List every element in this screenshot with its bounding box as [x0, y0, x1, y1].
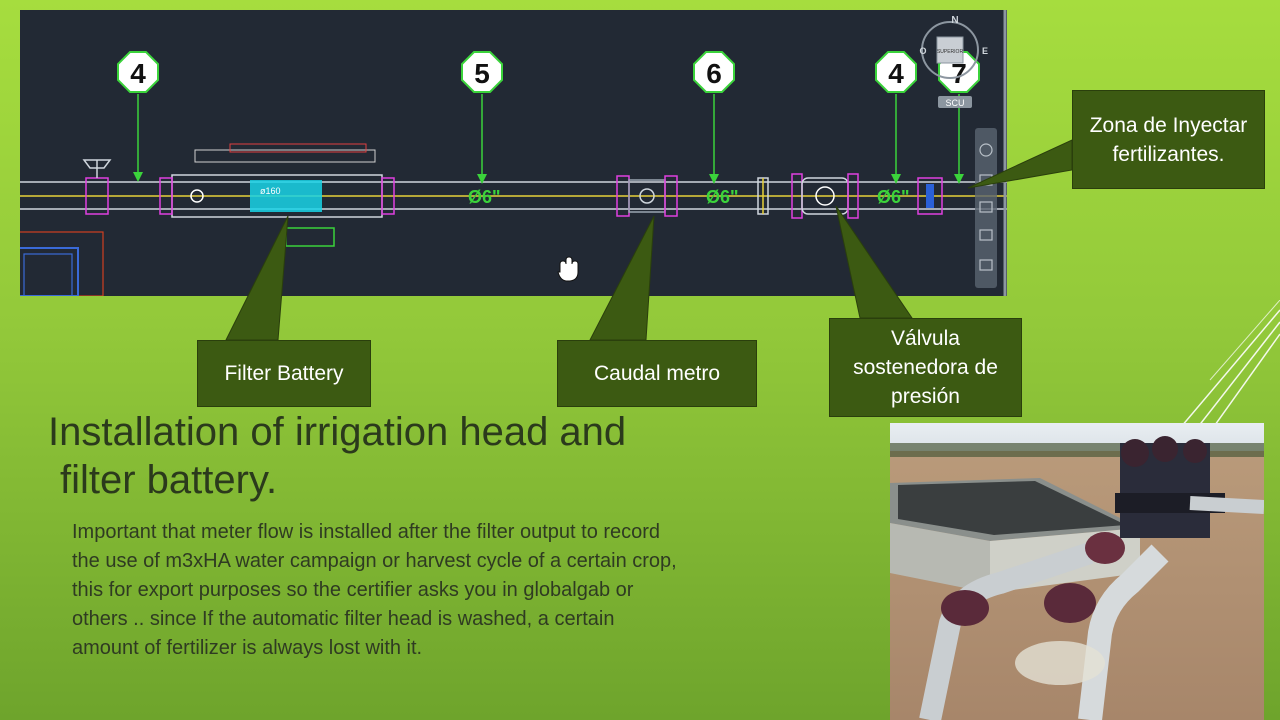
filter-battery-drawing — [159, 143, 395, 247]
marker-label: 6 — [706, 58, 722, 89]
callout-filter-battery: Filter Battery — [197, 340, 371, 407]
pipe-diameter-label: Ø6" — [468, 187, 501, 207]
marker-label: 7 — [951, 58, 967, 89]
pipe-fitting-drawing — [757, 177, 769, 215]
view-cube[interactable] — [921, 21, 979, 79]
callout-valvula-label: Válvula sostenedora de presión — [853, 327, 998, 408]
callout-caudal-metro-label: Caudal metro — [593, 362, 721, 385]
injection-point-drawing — [917, 177, 943, 215]
callout-filter-battery-label: Filter Battery — [224, 362, 344, 385]
view-cube-face-label: SUPERIOR — [937, 49, 964, 55]
callout-valvula: Válvula sostenedora de presión — [829, 318, 1022, 417]
compass-east-label: E — [982, 46, 988, 56]
pan-hand-icon — [557, 256, 579, 282]
marker-octagon — [693, 51, 735, 93]
compass-west-label: O — [919, 46, 926, 56]
callout-zona-inyectar: Zona de Inyectar fertilizantes. — [1072, 90, 1265, 189]
ucs-button-label: SCU — [945, 98, 964, 108]
building-outline — [20, 231, 104, 296]
flow-meter-drawing — [616, 175, 678, 217]
site-photo — [890, 423, 1264, 720]
filter-size-label: ø160 — [260, 186, 281, 196]
compass-north-label: N — [951, 15, 958, 26]
navigation-bar[interactable] — [975, 128, 997, 288]
marker-label: 4 — [888, 58, 904, 89]
slide-title-line2: filter battery. — [60, 458, 278, 502]
slide-title: Installation of irrigation head and filt… — [48, 408, 748, 504]
pipe-diameter-label: Ø6" — [706, 187, 739, 207]
marker-octagon — [875, 51, 917, 93]
pipe-diameter-label: Ø6" — [877, 187, 910, 207]
inlet-valve — [82, 159, 112, 215]
marker-octagon — [117, 51, 159, 93]
callout-caudal-metro: Caudal metro — [557, 340, 757, 407]
pressure-valve-drawing — [791, 173, 859, 219]
slide-title-line1: Installation of irrigation head and — [48, 410, 627, 454]
marker-label: 5 — [474, 58, 490, 89]
cad-drawing: ø160 Ø6" Ø6" Ø6" — [20, 10, 1007, 296]
callout-zona-inyectar-label: Zona de Inyectar fertilizantes. — [1089, 113, 1248, 166]
slide-body-text: Important that meter flow is installed a… — [72, 521, 677, 659]
ucs-button[interactable] — [938, 96, 972, 108]
marker-label: 4 — [130, 58, 146, 89]
marker-octagon — [461, 51, 503, 93]
